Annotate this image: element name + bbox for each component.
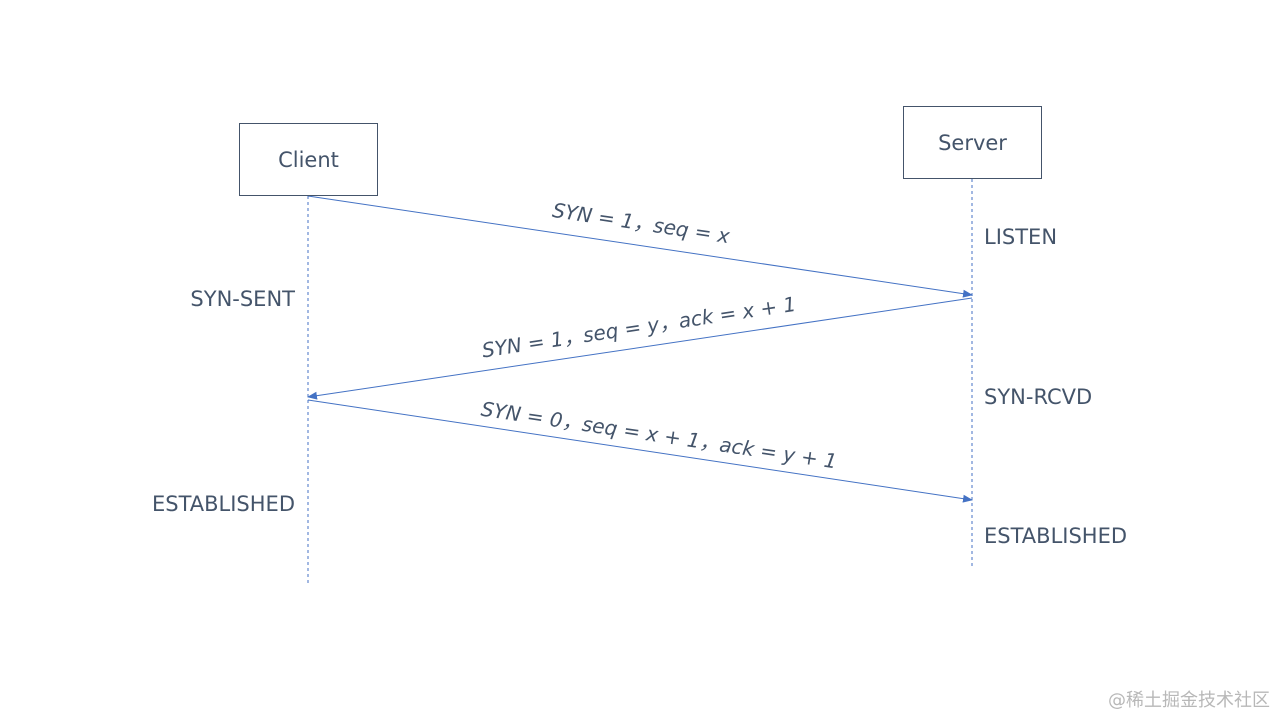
server-state-syn-rcvd: SYN-RCVD [984,385,1093,409]
message-arrow-2 [307,297,973,400]
client-state-established: ESTABLISHED [151,492,295,516]
server-state-established: ESTABLISHED [984,524,1128,548]
client-state-syn-sent: SYN-SENT [190,287,295,311]
watermark-text: @稀土掘金技术社区 [1108,690,1270,711]
server-state-listen: LISTEN [984,225,1058,249]
message-arrow-3 [307,399,973,503]
message-arrow-1 [307,195,973,298]
message-label-2: SYN = 1，seq = y，ack = x + 1 [480,292,797,363]
message-label-1: SYN = 1，seq = x [551,198,732,248]
server-box: Server [903,106,1042,179]
message-label-3: SYN = 0，seq = x + 1，ack = y + 1 [480,397,839,474]
client-label: Client [278,147,339,172]
server-label: Server [938,130,1007,155]
client-box: Client [239,123,378,196]
